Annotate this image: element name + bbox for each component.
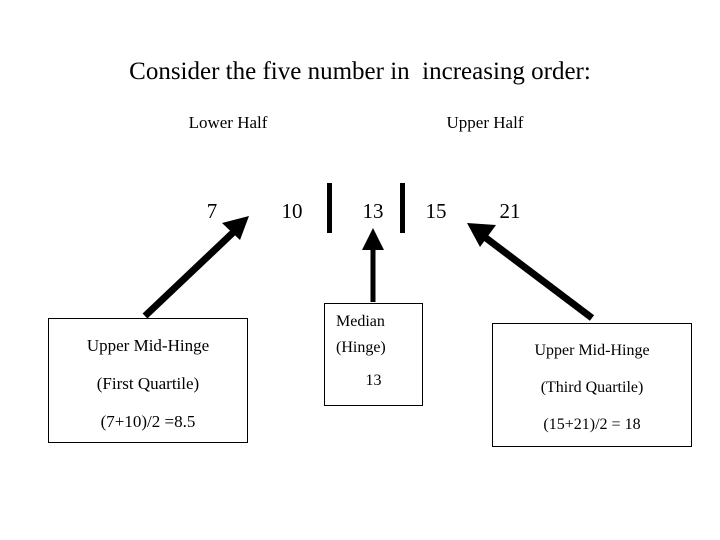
page-title: Consider the five number in increasing o… [129,58,591,85]
third-quartile-title: Upper Mid-Hinge [534,342,650,359]
first-quartile-subtitle: (First Quartile) [96,374,200,393]
first-quartile-formula: (7+10)/2 =8.5 [100,412,196,431]
first-quartile-box: Upper Mid-Hinge (First Quartile) (7+10)/… [48,318,248,443]
arrow-up-right-icon [142,216,249,319]
arrow-up-left-icon [467,223,595,321]
first-quartile-title: Upper Mid-Hinge [86,336,210,355]
third-quartile-subtitle: (Third Quartile) [540,379,644,396]
number-value-1: 7 [206,199,218,223]
number-value-4: 15 [425,199,447,223]
third-quartile-box: Upper Mid-Hinge (Third Quartile) (15+21)… [492,323,692,447]
divider-bar-right [400,183,405,233]
arrow-up-icon [362,228,384,302]
median-title: Median [336,313,385,330]
median-subtitle: (Hinge) [336,339,386,356]
median-box: Median (Hinge) 13 [324,303,423,406]
median-value: 13 [365,372,382,389]
lower-half-label: Lower Half [188,113,268,132]
divider-bar-left [327,183,332,233]
third-quartile-formula: (15+21)/2 = 18 [543,416,641,433]
number-value-2: 10 [281,199,303,223]
number-value-3: 13 [362,199,384,223]
upper-half-label: Upper Half [446,113,524,132]
number-value-5: 21 [499,199,521,223]
